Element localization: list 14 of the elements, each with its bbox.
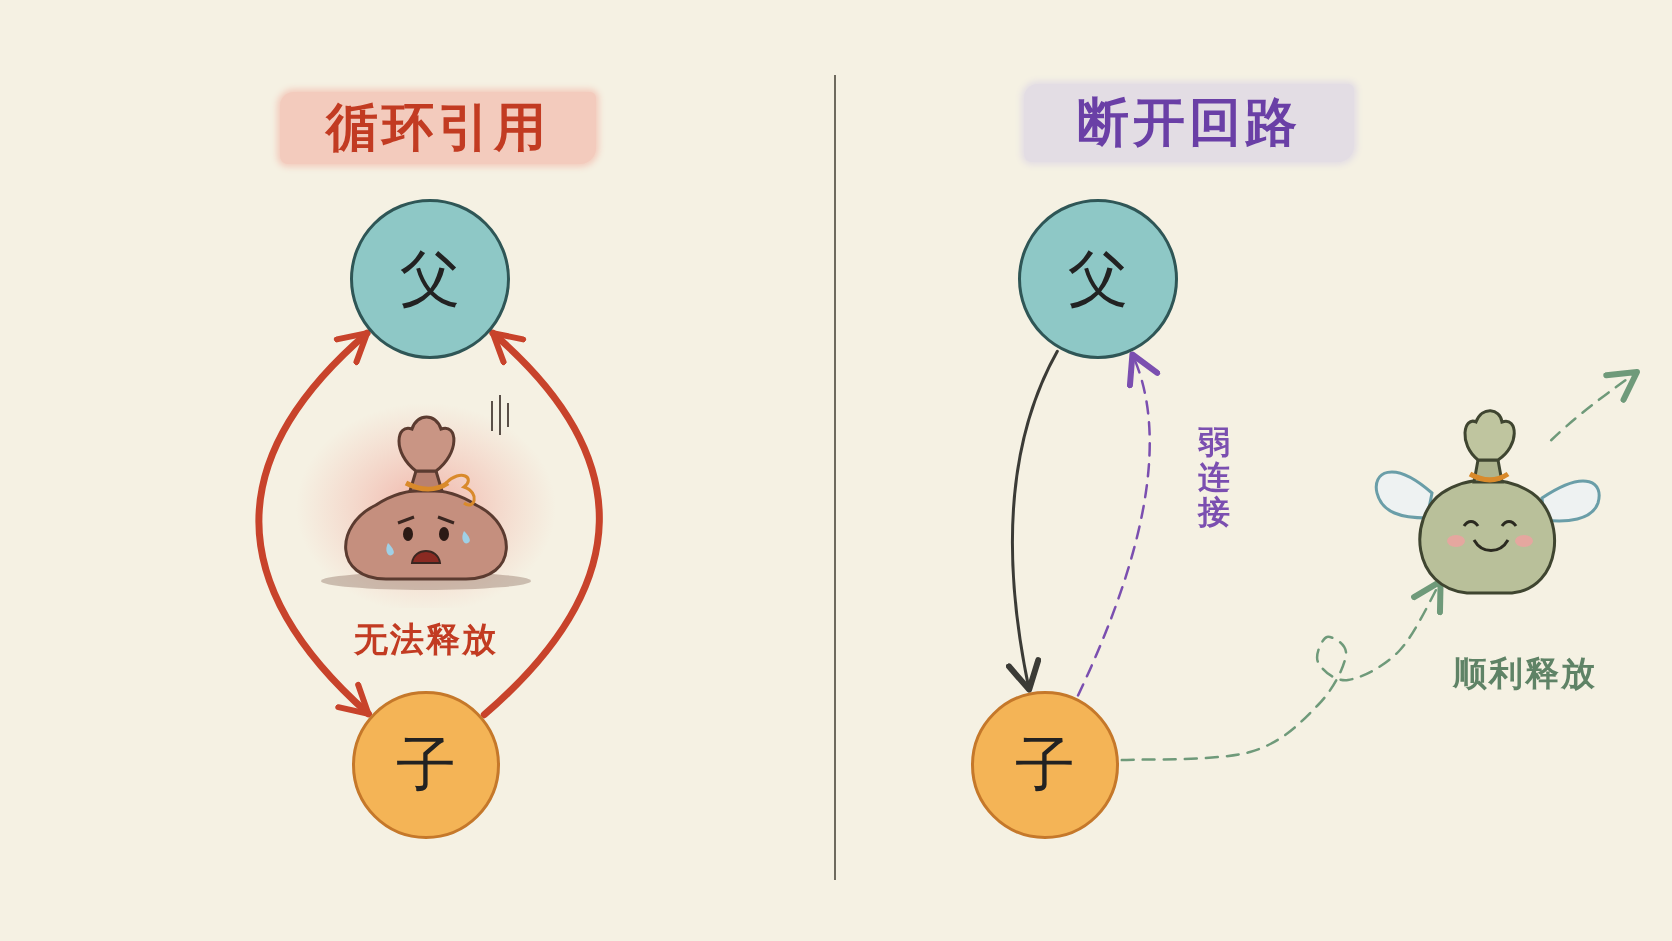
node-label: 顺利释放 <box>1453 652 1597 695</box>
node-circle: 子 <box>971 691 1119 839</box>
node-circle: 父 <box>1018 199 1178 359</box>
node-label: 无法释放 <box>354 618 498 661</box>
title-banner: 循环引用 <box>280 92 596 164</box>
arrow <box>255 329 372 718</box>
dashed-arrow <box>1076 351 1160 697</box>
title-banner: 断开回路 <box>1024 84 1354 162</box>
arrow <box>480 329 603 719</box>
node-circle: 子 <box>352 691 500 839</box>
dashed-arrow <box>1120 578 1444 762</box>
node-circle: 父 <box>350 199 510 359</box>
dashed-arrow <box>1549 369 1640 442</box>
arrow <box>1006 349 1059 693</box>
